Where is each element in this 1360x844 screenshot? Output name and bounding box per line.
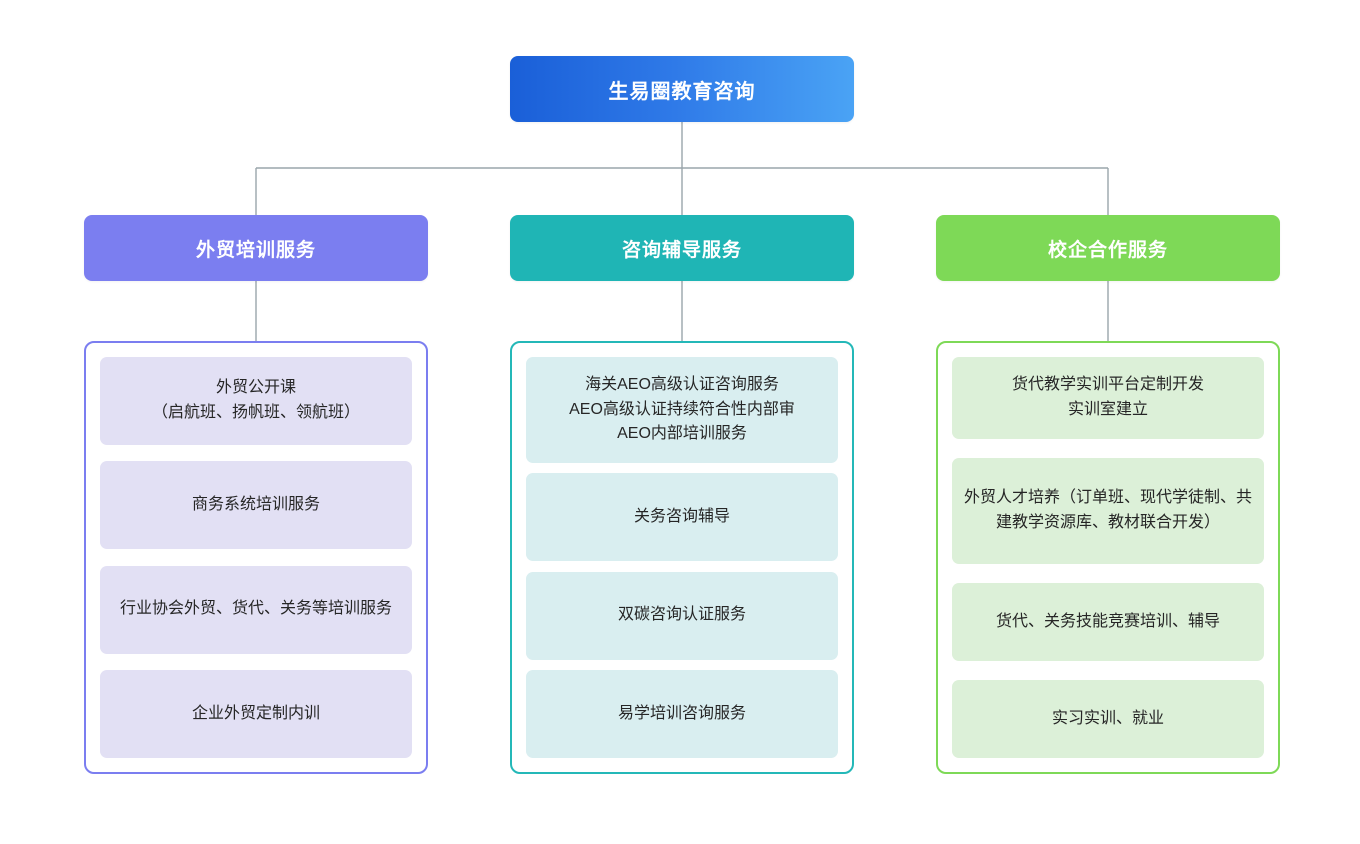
root-node-label: 生易圈教育咨询 <box>608 80 756 103</box>
branch-column-foreign-trade-training: 外贸培训服务 外贸公开课 （启航班、扬帆班、领航班） 商务系统培训服务 行业协会… <box>84 215 428 774</box>
item-card[interactable]: 关务咨询辅导 <box>526 473 838 562</box>
item-card[interactable]: 外贸人才培养（订单班、现代学徒制、共建教学资源库、教材联合开发） <box>952 458 1264 564</box>
branch-header-school-enterprise-cooperation[interactable]: 校企合作服务 <box>936 215 1280 281</box>
items-container-school-enterprise-cooperation: 货代教学实训平台定制开发 实训室建立 外贸人才培养（订单班、现代学徒制、共建教学… <box>936 341 1280 774</box>
root-node[interactable]: 生易圈教育咨询 <box>510 56 854 122</box>
item-card[interactable]: 易学培训咨询服务 <box>526 669 838 758</box>
branch-header-label: 咨询辅导服务 <box>621 239 742 261</box>
items-container-foreign-trade-training: 外贸公开课 （启航班、扬帆班、领航班） 商务系统培训服务 行业协会外贸、货代、关… <box>84 341 428 774</box>
item-card[interactable]: 外贸公开课 （启航班、扬帆班、领航班） <box>100 357 412 445</box>
item-card[interactable]: 海关AEO高级认证咨询服务 AEO高级认证持续符合性内部审 AEO内部培训服务 <box>526 357 838 463</box>
item-card[interactable]: 双碳咨询认证服务 <box>526 571 838 660</box>
items-container-consulting-coaching: 海关AEO高级认证咨询服务 AEO高级认证持续符合性内部审 AEO内部培训服务 … <box>510 341 854 774</box>
item-card[interactable]: 货代、关务技能竞赛培训、辅导 <box>952 583 1264 661</box>
item-card[interactable]: 货代教学实训平台定制开发 实训室建立 <box>952 357 1264 439</box>
branch-column-school-enterprise-cooperation: 校企合作服务 货代教学实训平台定制开发 实训室建立 外贸人才培养（订单班、现代学… <box>936 215 1280 774</box>
branch-header-consulting-coaching[interactable]: 咨询辅导服务 <box>510 215 854 281</box>
branch-header-foreign-trade-training[interactable]: 外贸培训服务 <box>84 215 428 281</box>
branch-header-label: 外贸培训服务 <box>195 239 316 261</box>
item-card[interactable]: 实习实训、就业 <box>952 680 1264 758</box>
item-card[interactable]: 商务系统培训服务 <box>100 461 412 550</box>
item-card[interactable]: 行业协会外贸、货代、关务等培训服务 <box>100 565 412 654</box>
item-card[interactable]: 企业外贸定制内训 <box>100 669 412 758</box>
branch-header-label: 校企合作服务 <box>1047 239 1168 261</box>
branch-column-consulting-coaching: 咨询辅导服务 海关AEO高级认证咨询服务 AEO高级认证持续符合性内部审 AEO… <box>510 215 854 774</box>
